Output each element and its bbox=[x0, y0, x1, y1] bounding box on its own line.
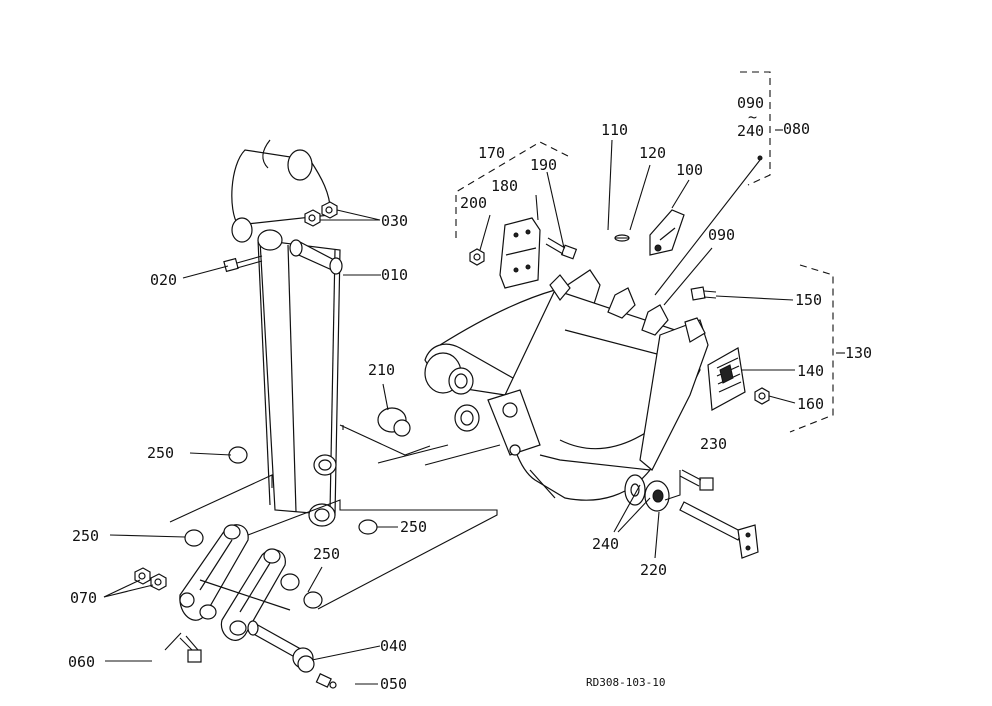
label-240: 240 bbox=[592, 535, 619, 553]
bucket-drawing bbox=[424, 269, 709, 501]
label-210: 210 bbox=[368, 361, 395, 379]
bolt-190-drawing bbox=[545, 237, 578, 260]
label-130: 130 bbox=[845, 344, 872, 362]
label-070: 070 bbox=[70, 589, 97, 607]
bracket-130 bbox=[789, 264, 834, 433]
pin-110-drawing bbox=[614, 234, 630, 242]
tooth-100-drawing bbox=[649, 209, 685, 256]
part-labels: 020 010 030 250 250 250 250 070 060 040 … bbox=[68, 94, 872, 693]
label-050: 050 bbox=[380, 675, 407, 693]
label-110: 110 bbox=[601, 121, 628, 139]
label-dashes bbox=[775, 129, 845, 354]
plate-180-drawing bbox=[499, 217, 541, 289]
label-180: 180 bbox=[491, 177, 518, 195]
leader-dot-080 bbox=[757, 155, 763, 161]
label-080: 080 bbox=[783, 120, 810, 138]
label-060: 060 bbox=[68, 653, 95, 671]
label-020: 020 bbox=[150, 271, 177, 289]
grease-nipple-050-drawing bbox=[315, 673, 337, 689]
label-160: 160 bbox=[797, 395, 824, 413]
pin-220-drawing bbox=[624, 469, 759, 559]
drawing-code: RD308-103-10 bbox=[586, 676, 665, 689]
bolt-020-drawing bbox=[223, 255, 263, 273]
label-190: 190 bbox=[530, 156, 557, 174]
label-240-range-end: 240 bbox=[737, 122, 764, 140]
label-090-range-start: 090 bbox=[737, 94, 764, 112]
side-cutter-130-drawing bbox=[690, 286, 770, 411]
label-120: 120 bbox=[639, 144, 666, 162]
label-170: 170 bbox=[478, 144, 505, 162]
leader-lines bbox=[103, 139, 796, 685]
label-250-a: 250 bbox=[147, 444, 174, 462]
label-040: 040 bbox=[380, 637, 407, 655]
label-150: 150 bbox=[795, 291, 822, 309]
label-250-c: 250 bbox=[400, 518, 427, 536]
label-220: 220 bbox=[640, 561, 667, 579]
label-230: 230 bbox=[700, 435, 727, 453]
shim-210-drawing bbox=[377, 407, 411, 437]
bolt-060-drawing bbox=[179, 635, 202, 663]
assembly-lines bbox=[164, 424, 501, 651]
nuts-030-drawing bbox=[304, 201, 338, 227]
pin-010-drawing bbox=[289, 239, 343, 275]
label-030: 030 bbox=[381, 212, 408, 230]
label-140: 140 bbox=[797, 362, 824, 380]
label-250-d: 250 bbox=[313, 545, 340, 563]
pin-040-drawing bbox=[247, 620, 315, 673]
label-090: 090 bbox=[708, 226, 735, 244]
nuts-070-drawing bbox=[134, 567, 167, 591]
label-range-tilde: ~ bbox=[748, 108, 757, 126]
label-200: 200 bbox=[460, 194, 487, 212]
arm-drawing bbox=[231, 139, 341, 527]
label-010: 010 bbox=[381, 266, 408, 284]
label-100: 100 bbox=[676, 161, 703, 179]
label-250-b: 250 bbox=[72, 527, 99, 545]
bracket-080 bbox=[740, 71, 771, 186]
nut-200-drawing bbox=[469, 248, 485, 266]
bracket-170 bbox=[455, 141, 573, 238]
links-drawing bbox=[179, 524, 300, 641]
